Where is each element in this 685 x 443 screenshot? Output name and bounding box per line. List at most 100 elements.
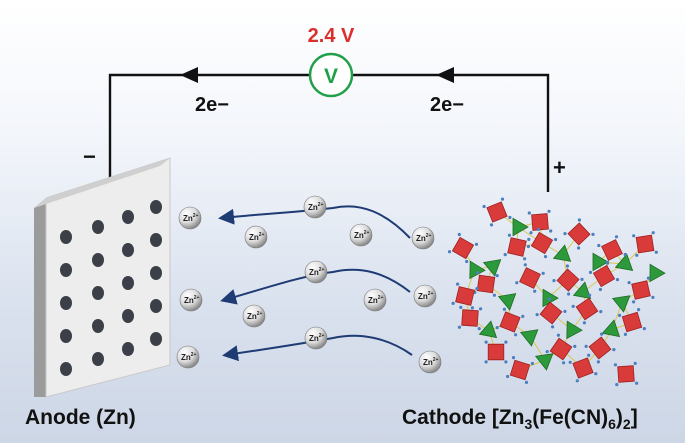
crystal-atom	[459, 305, 463, 309]
crystal-atom	[479, 307, 483, 311]
anode-dot	[122, 210, 134, 224]
anode-surface-dots	[60, 200, 162, 376]
crystal-atom	[514, 333, 518, 337]
tetrahedron	[592, 252, 609, 272]
voltmeter: V	[308, 52, 354, 98]
crystal-atom	[615, 278, 620, 282]
crystal-atom	[584, 344, 588, 348]
svg-text:Zn2+: Zn2+	[354, 230, 370, 240]
crystal-atom	[495, 326, 499, 330]
zn-ion: Zn2+	[413, 284, 437, 308]
crystal-atom	[646, 276, 651, 280]
cathode-label: Cathode [Zn3(Fe(CN)6)2]	[402, 406, 638, 432]
crystal-atom	[504, 360, 508, 364]
crystal-atom	[597, 243, 601, 248]
zn-ion: Zn2+	[411, 226, 435, 250]
crystal-atom	[612, 348, 616, 352]
crystal-atom	[642, 327, 647, 331]
anode-dot	[60, 329, 72, 343]
crystal-atom	[618, 313, 622, 317]
octahedron	[621, 311, 643, 333]
svg-text:Zn2+: Zn2+	[247, 311, 263, 321]
tetrahedron	[519, 329, 539, 347]
tetrahedron	[469, 260, 486, 280]
crystal-atom	[551, 325, 555, 329]
anode-dot	[150, 200, 162, 214]
octahedron	[519, 267, 541, 289]
anode-dot	[122, 342, 134, 356]
anode-dot	[150, 266, 162, 280]
cathode-crystal-structure	[447, 197, 666, 387]
crystal-atom	[502, 307, 506, 311]
crystal-atom	[515, 281, 519, 285]
crystal-atom	[633, 361, 637, 365]
crystal-atom	[627, 281, 631, 285]
crystal-atom	[521, 314, 525, 318]
svg-text:Zn2+: Zn2+	[308, 202, 324, 212]
crystal-atom	[563, 232, 567, 236]
crystal-atom	[511, 356, 516, 360]
crystal-atom	[565, 264, 570, 268]
zn-ion: Zn2+	[303, 195, 327, 219]
crystal-atom	[482, 204, 486, 209]
crystal-atom	[474, 242, 479, 246]
anode-dot	[122, 309, 134, 323]
octahedron	[567, 222, 591, 246]
octahedron	[556, 268, 580, 292]
crystal-atom	[588, 293, 592, 297]
crystal-atom	[495, 274, 499, 278]
anode-plate	[34, 157, 171, 398]
tetrahedron	[649, 263, 666, 283]
electron-label-right: 2e−	[430, 94, 464, 116]
crystal-atom	[476, 271, 480, 275]
svg-text:Zn2+: Zn2+	[184, 295, 200, 305]
anode-dot	[150, 332, 162, 346]
crystal-atom	[492, 293, 496, 297]
tetrahedron	[552, 244, 572, 262]
crystal-atom	[623, 252, 627, 257]
crystal-atom	[451, 301, 455, 305]
octahedron	[499, 311, 521, 333]
voltmeter-symbol: V	[324, 65, 338, 88]
crystal-atom	[524, 380, 529, 384]
zn-ion: Zn2+	[304, 326, 328, 350]
crystal-atom	[632, 234, 636, 238]
ion-migration-paths	[218, 205, 413, 362]
crystal-atom	[613, 363, 618, 367]
octahedron	[476, 274, 496, 294]
octahedron	[455, 286, 475, 306]
crystal-atom	[577, 246, 581, 250]
svg-text:Zn2+: Zn2+	[368, 295, 384, 305]
crystal-atom	[503, 253, 507, 257]
zn-ion: Zn2+	[242, 304, 266, 328]
octahedron	[588, 336, 612, 360]
crystal-atom	[571, 304, 575, 308]
crystal-atom	[547, 297, 552, 301]
crystal-atom	[606, 260, 610, 265]
zn-ion: Zn2+	[178, 206, 202, 230]
anode-dot	[92, 319, 104, 333]
octahedron	[631, 280, 651, 300]
crystal-atom	[635, 253, 639, 257]
tetrahedron	[497, 293, 517, 311]
anode-dot	[92, 286, 104, 300]
crystal-atom	[573, 344, 577, 348]
electron-label-left: 2e−	[195, 94, 229, 116]
svg-text:Zn2+: Zn2+	[183, 213, 199, 223]
zn-ion: Zn2+	[363, 288, 387, 312]
svg-text:Zn2+: Zn2+	[423, 357, 439, 367]
tetrahedron	[614, 253, 634, 272]
zn-ion: Zn2+	[418, 350, 442, 374]
zn-ion: Zn2+	[244, 225, 268, 249]
zn-ion: Zn2+	[349, 223, 373, 247]
octahedron	[509, 359, 531, 381]
ion-path-arrow	[220, 268, 411, 305]
ion-path-arrow	[218, 205, 411, 239]
zn-ion: Zn2+	[304, 260, 328, 284]
zn-ion: Zn2+	[176, 345, 200, 369]
crystal-atom	[563, 309, 567, 313]
anode-dot	[92, 253, 104, 267]
tetrahedron	[512, 217, 529, 237]
octahedron	[451, 236, 475, 260]
octahedron	[592, 264, 616, 288]
